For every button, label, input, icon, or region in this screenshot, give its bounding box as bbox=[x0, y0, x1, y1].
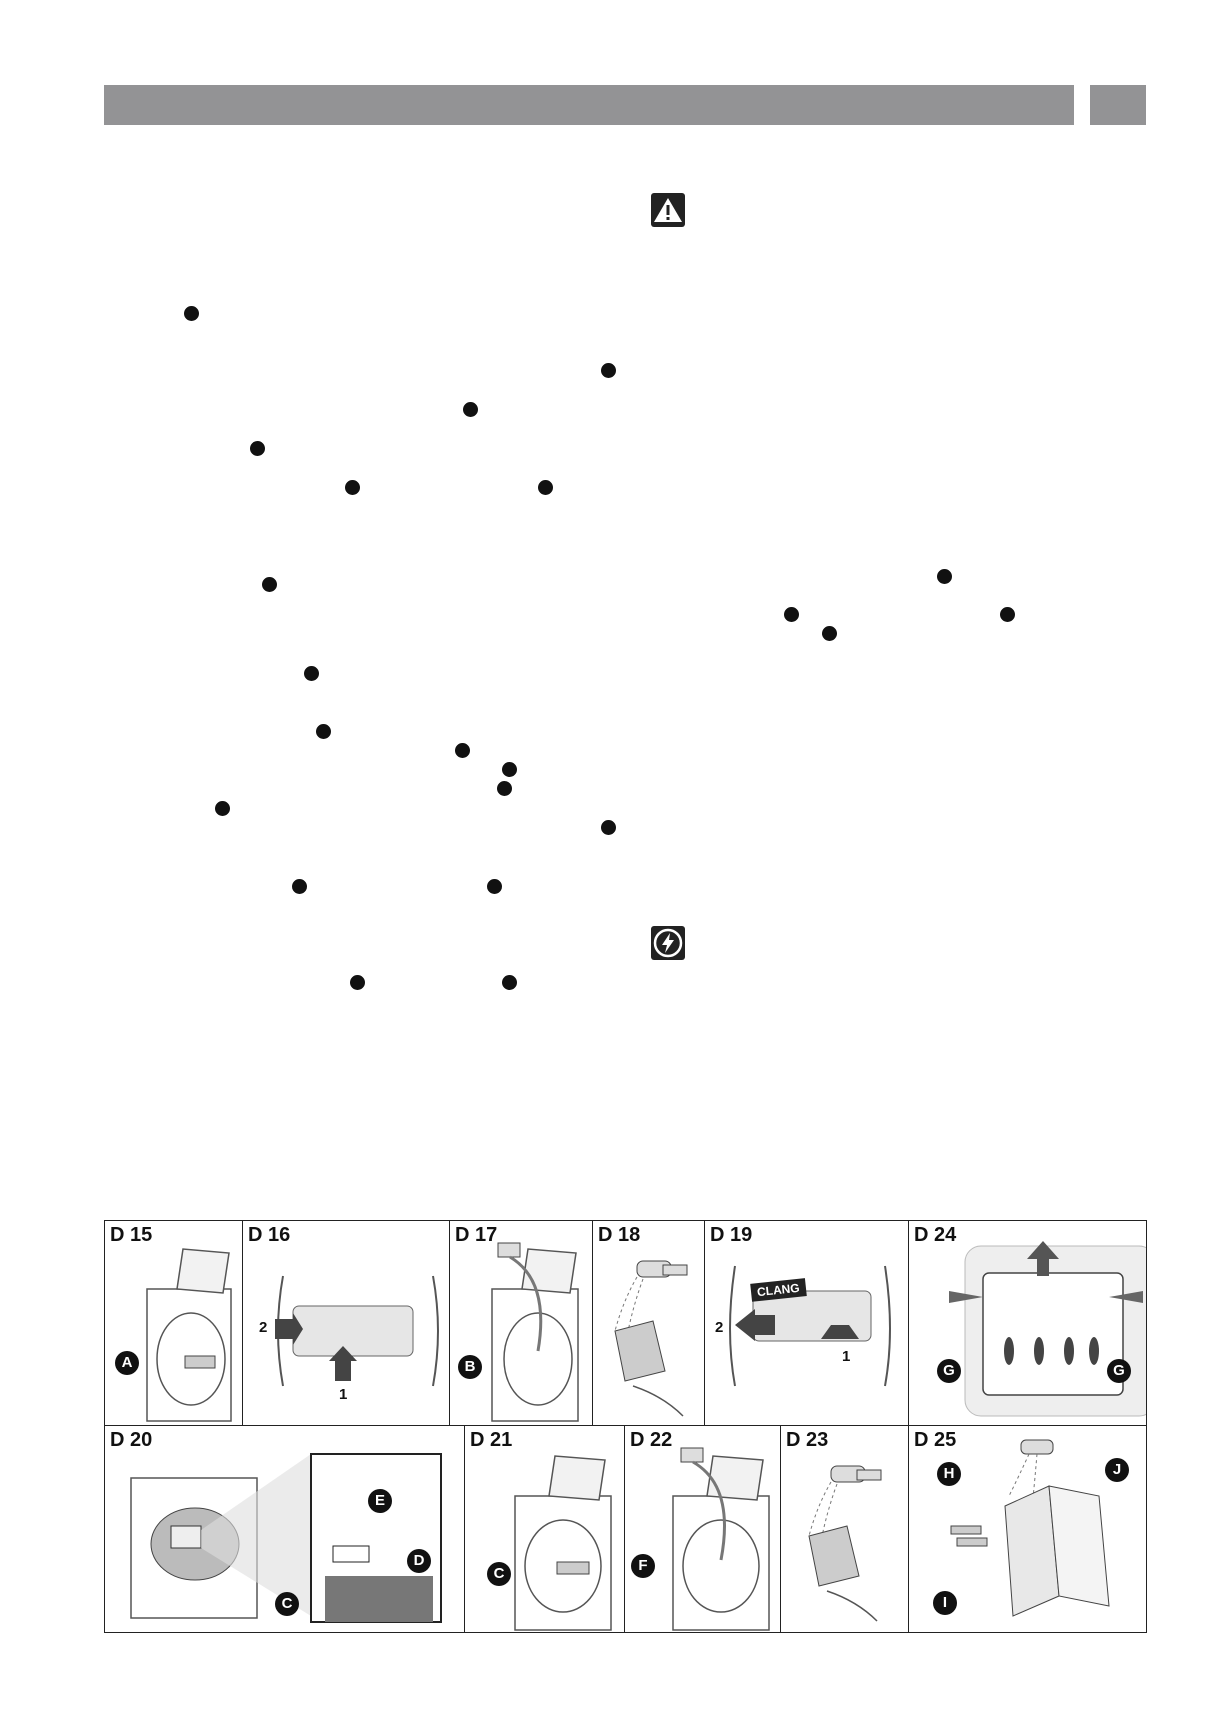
bullet-marker bbox=[455, 743, 470, 758]
callout-f: F bbox=[631, 1554, 655, 1578]
step-number: 2 bbox=[259, 1319, 268, 1336]
bullet-marker bbox=[1000, 607, 1015, 622]
bullet-marker bbox=[538, 480, 553, 495]
figure-label: D 18 bbox=[598, 1224, 641, 1246]
bullet-marker bbox=[502, 762, 517, 777]
callout-b: B bbox=[458, 1355, 482, 1379]
bullet-marker bbox=[215, 801, 230, 816]
bullet-marker bbox=[350, 975, 365, 990]
filter-removal-illustration bbox=[491, 1242, 579, 1422]
figure-d24: D 24 G G bbox=[909, 1221, 1147, 1426]
figure-label: D 16 bbox=[248, 1224, 291, 1246]
figure-d16: D 16 2 1 bbox=[243, 1221, 450, 1426]
washer-illustration bbox=[146, 1248, 232, 1422]
callout-c: C bbox=[275, 1592, 299, 1616]
tap-rinse-illustration bbox=[808, 1465, 882, 1622]
filter-lock-illustration bbox=[275, 1275, 439, 1387]
lightning-icon bbox=[651, 926, 685, 960]
figure-label: D 17 bbox=[455, 1224, 498, 1246]
bullet-marker bbox=[184, 306, 199, 321]
header-page-tab bbox=[1090, 85, 1146, 125]
figure-d15: D 15 A bbox=[105, 1221, 243, 1426]
bullet-marker bbox=[784, 607, 799, 622]
callout-a: A bbox=[115, 1351, 139, 1375]
figure-d19: D 19 CLANG 2 1 bbox=[705, 1221, 909, 1426]
figure-d20: D 20 E D C bbox=[105, 1426, 465, 1633]
figure-label: D 23 bbox=[786, 1429, 829, 1451]
bullet-marker bbox=[262, 577, 277, 592]
bullet-marker bbox=[502, 975, 517, 990]
bullet-marker bbox=[463, 402, 478, 417]
drum-filter-illustration bbox=[130, 1453, 442, 1623]
figure-label: D 19 bbox=[710, 1224, 753, 1246]
step-number: 1 bbox=[842, 1348, 851, 1365]
bullet-marker bbox=[292, 879, 307, 894]
figure-d18: D 18 bbox=[593, 1221, 705, 1426]
dispenser-rinse-illustration bbox=[950, 1439, 1110, 1617]
step-number: 2 bbox=[715, 1319, 724, 1336]
callout-g-left: G bbox=[937, 1359, 961, 1383]
figure-d25: D 25 H J I bbox=[909, 1426, 1147, 1633]
bullet-marker bbox=[316, 724, 331, 739]
bullet-marker bbox=[601, 363, 616, 378]
bullet-marker bbox=[937, 569, 952, 584]
warning-triangle-icon bbox=[651, 193, 685, 227]
callout-g-right: G bbox=[1107, 1359, 1131, 1383]
bullet-marker bbox=[601, 820, 616, 835]
bullet-marker bbox=[497, 781, 512, 796]
bullet-marker bbox=[487, 879, 502, 894]
callout-j: J bbox=[1105, 1458, 1129, 1482]
bullet-marker bbox=[822, 626, 837, 641]
figure-label: D 24 bbox=[914, 1224, 957, 1246]
header-bar bbox=[104, 85, 1074, 125]
bullet-marker bbox=[250, 441, 265, 456]
bullet-marker bbox=[345, 480, 360, 495]
callout-d: D bbox=[407, 1549, 431, 1573]
figure-label: D 22 bbox=[630, 1429, 673, 1451]
figure-d17: D 17 B bbox=[450, 1221, 593, 1426]
figure-grid: D 15 A D 16 2 1 D 17 B bbox=[104, 1220, 1147, 1633]
callout-c: C bbox=[487, 1562, 511, 1586]
callout-e: E bbox=[368, 1489, 392, 1513]
figure-d22: D 22 F bbox=[625, 1426, 781, 1633]
bullet-marker bbox=[304, 666, 319, 681]
filter-insert-illustration bbox=[729, 1265, 891, 1387]
callout-i: I bbox=[933, 1591, 957, 1615]
tap-rinse-illustration bbox=[614, 1260, 688, 1417]
dispenser-removal-illustration bbox=[949, 1241, 1146, 1417]
figure-label: D 15 bbox=[110, 1224, 153, 1246]
callout-h: H bbox=[937, 1462, 961, 1486]
figure-label: D 25 bbox=[914, 1429, 957, 1451]
figure-label: D 21 bbox=[470, 1429, 513, 1451]
figure-d21: D 21 C bbox=[465, 1426, 625, 1633]
figure-label: D 20 bbox=[110, 1429, 153, 1451]
filter-lift-illustration bbox=[672, 1447, 770, 1631]
figure-d23: D 23 bbox=[781, 1426, 909, 1633]
step-number: 1 bbox=[339, 1386, 348, 1403]
washer-filter-illustration bbox=[514, 1455, 612, 1631]
